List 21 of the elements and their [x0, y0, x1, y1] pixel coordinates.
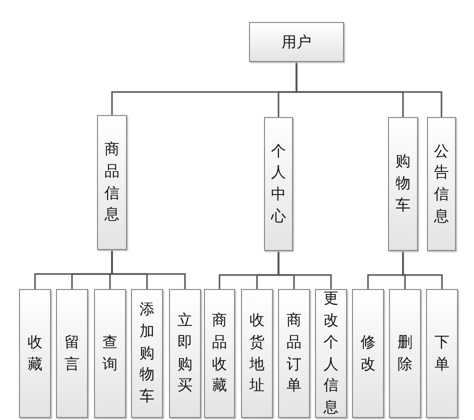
connector-line	[402, 251, 443, 289]
module-box: 添加购物车	[131, 289, 163, 418]
module-box: 修改	[352, 289, 384, 418]
module-box: 收货地址	[241, 289, 273, 418]
connector-line	[278, 251, 332, 289]
module-box: 立即购买	[169, 289, 201, 418]
connector-line	[296, 62, 442, 117]
module-box: 商品收藏	[204, 289, 235, 418]
module-box: 删除	[389, 289, 421, 418]
module-box: 公告信息	[427, 117, 456, 251]
module-box: 更改个人信息	[315, 289, 347, 418]
module-box: 购物车	[388, 117, 418, 251]
module-box: 商品信息	[97, 115, 127, 250]
module-box: 留言	[56, 289, 88, 418]
connector-line	[111, 250, 186, 289]
module-box: 下单	[426, 289, 458, 418]
module-box: 商品订单	[278, 289, 310, 418]
module-box: 用户	[249, 22, 344, 62]
module-box: 收藏	[19, 289, 51, 418]
module-box: 查询	[94, 289, 126, 418]
module-box: 个人中心	[264, 117, 293, 251]
